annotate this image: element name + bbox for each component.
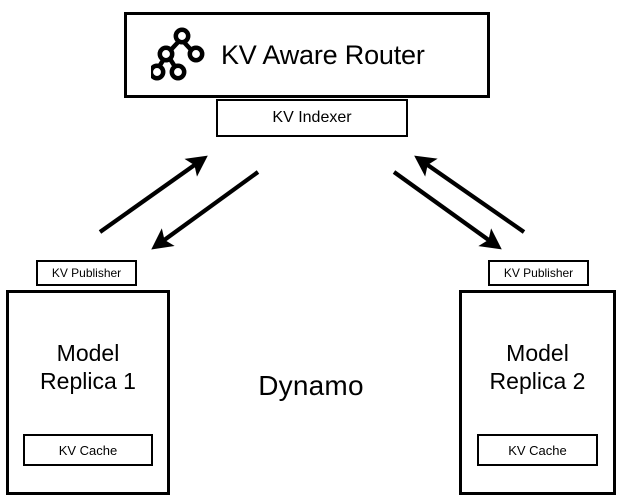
arrow-indexer-to-replica-1-publisher bbox=[151, 170, 260, 250]
model-replica-2-title: Model Replica 2 bbox=[489, 340, 586, 395]
kv-aware-router-label: KV Aware Router bbox=[221, 39, 425, 70]
model-replica-1-title: Model Replica 1 bbox=[40, 340, 136, 395]
dynamo-label: Dynamo bbox=[258, 370, 364, 401]
arrow-replica-2-publisher-to-indexer bbox=[414, 155, 526, 234]
arrow-replica-1-publisher-to-indexer bbox=[98, 155, 208, 234]
replica-1-kv-cache-box: KV Cache bbox=[23, 434, 153, 466]
replica-2-kv-cache-box: KV Cache bbox=[477, 434, 598, 466]
kv-indexer-label: KV Indexer bbox=[272, 109, 352, 126]
replica-1-kv-publisher-label: KV Publisher bbox=[51, 266, 122, 280]
replica-1-kv-publisher-box: KV Publisher bbox=[36, 260, 137, 286]
replica-1-kv-cache-label: KV Cache bbox=[58, 442, 118, 458]
kv-indexer-box: KV Indexer bbox=[216, 99, 408, 137]
arrow-indexer-to-replica-2-publisher bbox=[392, 170, 502, 250]
replica-2-kv-cache-label: KV Cache bbox=[508, 442, 567, 458]
replica-2-kv-publisher-label: KV Publisher bbox=[503, 266, 574, 280]
binary-tree-icon bbox=[151, 27, 205, 81]
kv-aware-router-box: KV Aware Router bbox=[124, 12, 490, 98]
replica-2-kv-publisher-box: KV Publisher bbox=[488, 260, 589, 286]
